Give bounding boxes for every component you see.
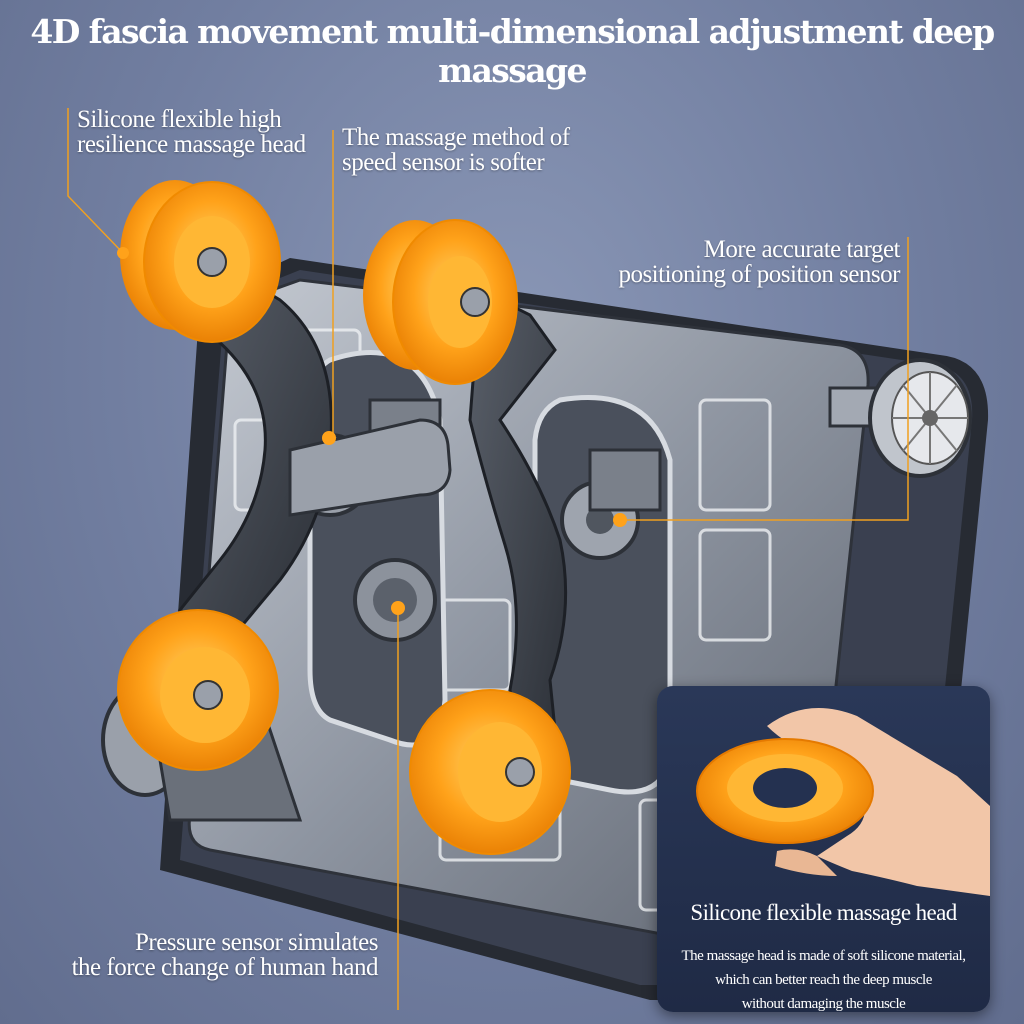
- callout-leader-lines: [67, 108, 909, 1010]
- orange-dot-icon: [391, 601, 405, 615]
- inset-title: Silicone flexible massage head: [690, 900, 957, 925]
- orange-dot-icon: [322, 431, 336, 445]
- left-massage-arm: [177, 267, 452, 642]
- headline: 4D fascia movement multi-dimensional adj…: [30, 12, 995, 90]
- callout-position-sensor: More accurate target positioning of posi…: [618, 236, 900, 288]
- roller-bottom-middle: [409, 689, 571, 855]
- side-fan: [828, 358, 972, 478]
- roller-top-middle: [363, 219, 518, 385]
- callout-pressure-sensor: Pressure sensor simulates the force chan…: [71, 929, 379, 981]
- orange-dot-icon: [613, 513, 627, 527]
- callout-silicone-head: Silicone flexible high resilience massag…: [77, 106, 306, 158]
- hand-holding-roller-illustration: [696, 708, 990, 896]
- sensor-markers: [117, 247, 627, 615]
- inset-description: The massage head is made of soft silicon…: [681, 948, 966, 1012]
- roller-top-left: [120, 180, 281, 343]
- roller-bottom-left: [117, 609, 279, 771]
- callout-speed-sensor: The massage method of speed sensor is so…: [342, 124, 570, 176]
- silicone-head-inset: Silicone flexible massage head The massa…: [657, 686, 990, 1012]
- orange-dot-icon: [117, 247, 129, 259]
